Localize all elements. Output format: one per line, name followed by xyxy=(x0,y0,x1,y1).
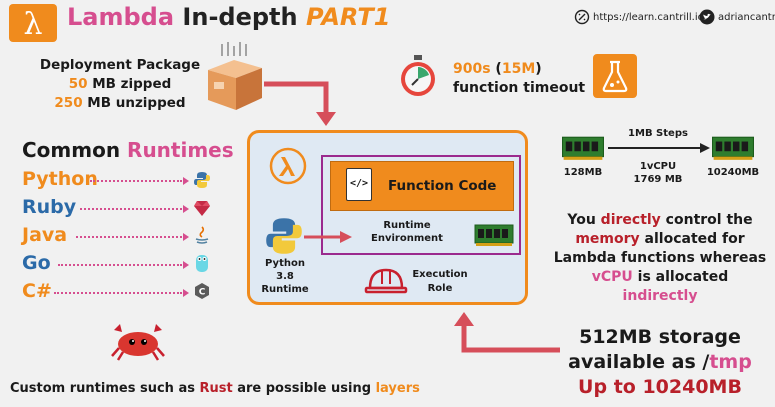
vcpu-ratio-label: 1vCPU 1769 MB xyxy=(633,161,683,185)
java-icon xyxy=(195,226,209,244)
runtime-to-env-arrow xyxy=(304,231,352,243)
runtime-python-label: Python xyxy=(22,168,98,190)
lambda-environment-box xyxy=(247,130,528,305)
runtime-csharp-label: C# xyxy=(22,280,52,302)
runtime-environment-label: Runtime Environment xyxy=(371,220,443,244)
website-icon xyxy=(574,9,590,25)
timeout-minutes: 15M xyxy=(501,61,536,77)
svg-text:C: C xyxy=(199,288,206,298)
svg-text:λ: λ xyxy=(23,7,42,42)
python-arrowhead xyxy=(183,177,189,185)
ram-chip-icon xyxy=(474,224,514,246)
custom-runtimes-text: Custom runtimes such as Rust are possibl… xyxy=(10,381,420,396)
deployment-title: Deployment Package xyxy=(39,57,201,73)
twitter-handle[interactable]: adriancantrill xyxy=(718,12,775,23)
storage-text: 512MB storage available as /tmp Up to 10… xyxy=(560,325,760,400)
runtime-environment-box xyxy=(321,155,521,255)
storage-max: Up to 10240MB xyxy=(578,376,742,398)
memory-steps-arrow xyxy=(608,143,710,153)
lambda-logo-icon: λ xyxy=(9,4,57,42)
runtime-go-label: Go xyxy=(22,252,51,274)
unzipped-value: 250 xyxy=(54,95,83,111)
java-arrowhead xyxy=(183,233,189,241)
python-connector xyxy=(90,180,182,182)
code-file-icon: </> xyxy=(346,168,372,201)
go-connector xyxy=(58,264,182,266)
ruby-connector xyxy=(80,208,182,210)
python-icon xyxy=(194,172,210,188)
timeout-text: 900s (15M) function timeout xyxy=(453,61,586,96)
memory-note: You directly control the memory allocate… xyxy=(553,212,767,304)
memory-steps-label: 1MB Steps xyxy=(628,128,688,139)
memory-max-label: 10240MB xyxy=(706,167,760,178)
csharp-arrowhead xyxy=(183,289,189,297)
csharp-icon: C xyxy=(195,283,209,299)
deployment-package-text: Deployment Package 50 MB zipped 250 MB u… xyxy=(32,56,208,113)
function-code-label: Function Code xyxy=(388,178,497,194)
ruby-arrowhead xyxy=(183,205,189,213)
rust-crab-icon xyxy=(111,324,165,361)
stopwatch-icon xyxy=(401,55,435,96)
ram-max-icon xyxy=(712,136,754,160)
page-title: Lambda In-depth PART1 xyxy=(67,3,391,31)
execution-role-label: Execution Role xyxy=(412,269,468,294)
ram-min-icon xyxy=(562,136,604,160)
python-runtime-icon xyxy=(266,218,302,254)
runtimes-title: Common Runtimes xyxy=(22,138,234,162)
go-arrowhead xyxy=(183,261,189,269)
website-link[interactable]: https://learn.cantrill.io xyxy=(593,12,704,23)
lambda-circle-icon xyxy=(269,147,307,185)
runtime-ruby-label: Ruby xyxy=(22,196,77,218)
csharp-connector xyxy=(54,292,182,294)
timeout-label: function timeout xyxy=(453,80,586,96)
package-to-box-arrow xyxy=(264,81,336,126)
memory-min-label: 128MB xyxy=(563,167,603,178)
java-connector xyxy=(76,236,182,238)
twitter-icon xyxy=(699,9,715,25)
zipped-unit: MB zipped xyxy=(92,76,172,92)
timeout-seconds: 900s xyxy=(453,61,491,77)
runtime-java-label: Java xyxy=(22,224,68,246)
go-gopher-icon xyxy=(196,255,208,272)
python-runtime-label: Python 3.8 Runtime xyxy=(261,258,309,295)
unzipped-unit: MB unzipped xyxy=(87,95,186,111)
storage-line1: 512MB storage xyxy=(579,326,741,348)
package-box-icon xyxy=(208,42,262,110)
zipped-value: 50 xyxy=(68,76,88,92)
hardhat-icon xyxy=(364,268,408,294)
storage-to-box-arrow xyxy=(454,312,560,353)
ruby-icon xyxy=(194,201,210,216)
lab-flask-icon xyxy=(593,54,637,98)
